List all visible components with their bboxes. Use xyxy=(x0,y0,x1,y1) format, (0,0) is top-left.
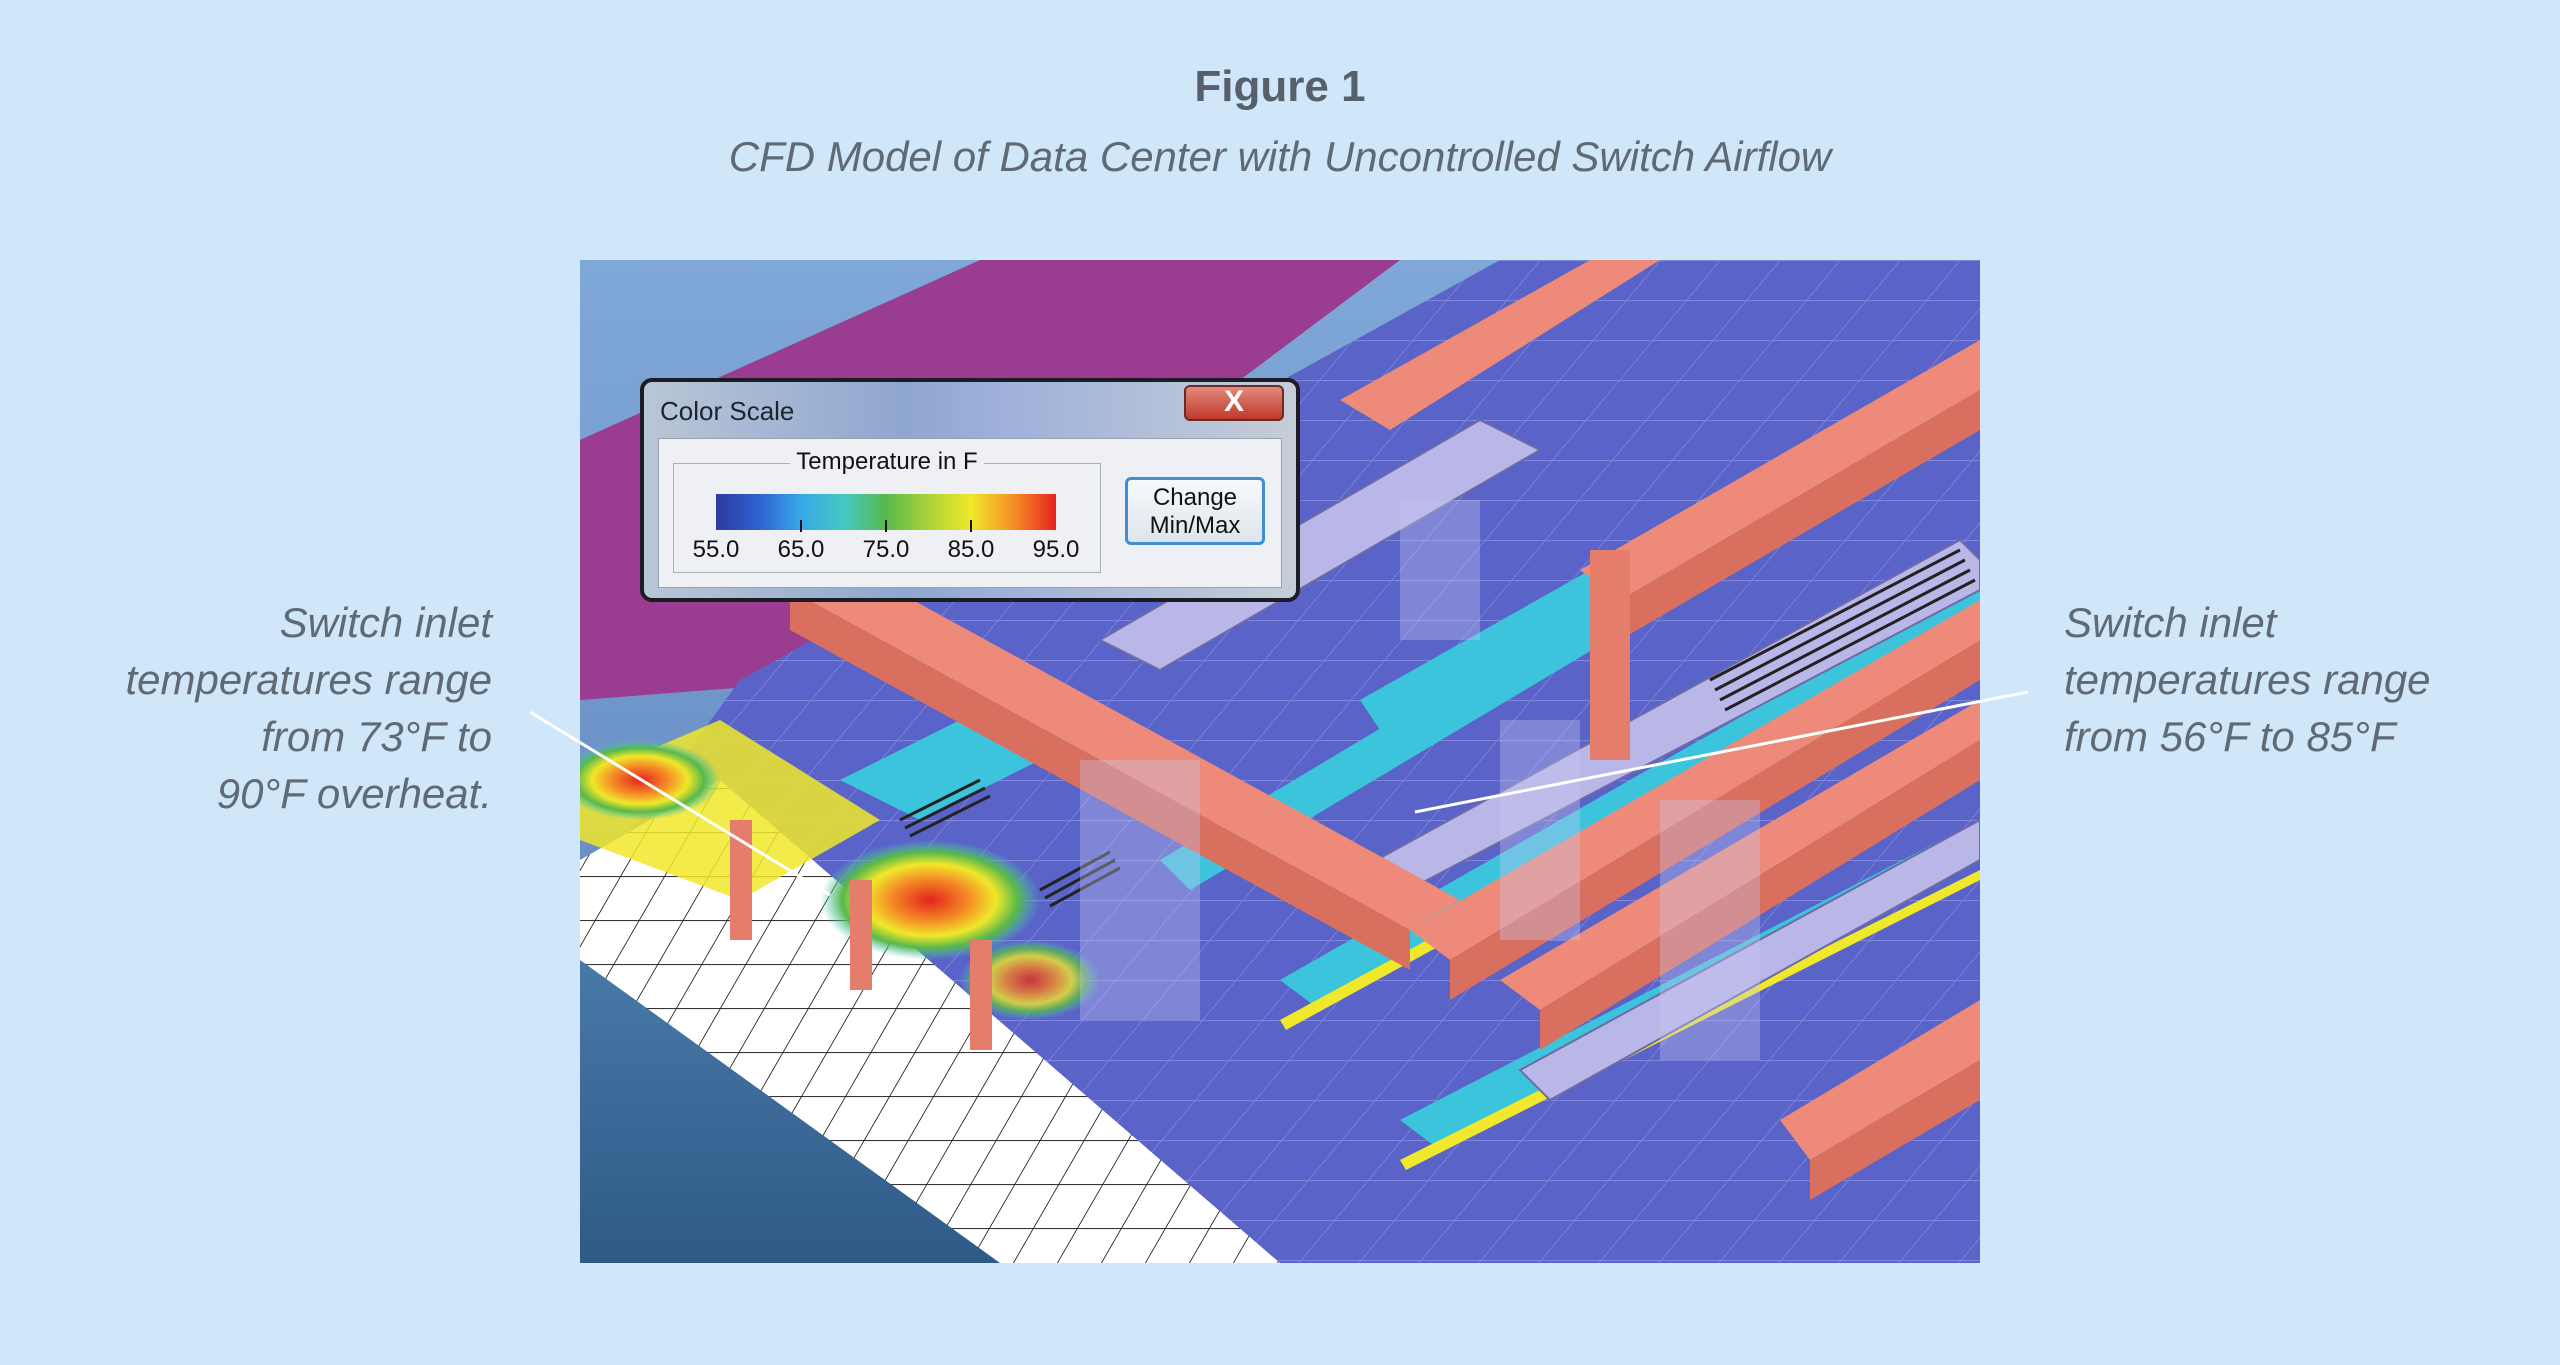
rack-row-3 xyxy=(1518,818,1980,1102)
left-annotation-line-3: from 73°F to xyxy=(261,713,492,760)
scale-tick-1 xyxy=(800,520,802,532)
scale-tick-2 xyxy=(885,520,887,532)
change-button-line-2: Min/Max xyxy=(1149,512,1241,539)
containment-panel-2 xyxy=(1500,720,1580,940)
beam-6-side xyxy=(1810,1060,1980,1200)
scale-label-95: 95.0 xyxy=(1032,536,1080,563)
vent-grille-3 xyxy=(1039,850,1121,908)
temperature-scale-group: Temperature in F 55.0 65.0 75.0 85.0 95.… xyxy=(673,448,1101,573)
scale-label-85: 85.0 xyxy=(947,536,995,563)
scale-label-55: 55.0 xyxy=(692,536,740,563)
containment-panel-1 xyxy=(1080,760,1200,1020)
close-icon: X xyxy=(1223,385,1244,418)
column-4 xyxy=(970,940,992,1050)
rack-row-1 xyxy=(1097,418,1543,672)
column-2 xyxy=(730,820,752,940)
color-scale-dialog[interactable]: Color Scale X Temperature in F 55.0 65.0… xyxy=(640,378,1300,602)
beam-1-side xyxy=(790,590,1410,970)
close-button[interactable]: X xyxy=(1184,385,1284,421)
hotspot-2 xyxy=(820,840,1040,960)
right-annotation: Switch inlet temperatures range from 56°… xyxy=(2064,594,2431,765)
left-annotation-line-4: 90°F overheat. xyxy=(216,770,492,817)
white-grid-floor xyxy=(580,780,1280,1263)
beam-3 xyxy=(1340,260,1660,430)
figure-subtitle: CFD Model of Data Center with Uncontroll… xyxy=(728,133,1832,180)
change-min-max-button[interactable]: Change Min/Max xyxy=(1125,477,1265,545)
left-annotation-line-2: temperatures range xyxy=(125,656,492,703)
beam-1 xyxy=(790,560,1460,930)
temperature-legend: Temperature in F xyxy=(790,448,984,475)
containment-panel-4 xyxy=(1400,500,1480,640)
beam-4 xyxy=(1580,340,1980,600)
containment-panel-3 xyxy=(1660,800,1760,1060)
hotspot-3 xyxy=(960,940,1100,1020)
column-1 xyxy=(1590,550,1630,760)
right-annotation-line-3: from 56°F to 85°F xyxy=(2064,713,2396,760)
scale-label-65: 65.0 xyxy=(777,536,825,563)
dialog-title: Color Scale xyxy=(660,396,795,426)
scale-label-75: 75.0 xyxy=(862,536,910,563)
scale-tick-3 xyxy=(970,520,972,532)
vent-grille-1 xyxy=(1709,548,1976,712)
right-annotation-line-2: temperatures range xyxy=(2064,656,2431,703)
left-annotation: Switch inlet temperatures range from 73°… xyxy=(125,594,492,822)
left-annotation-line-1: Switch inlet xyxy=(279,599,492,646)
beam-4-side xyxy=(1620,390,1980,640)
beam-5-side xyxy=(1540,740,1980,1050)
change-button-line-1: Change xyxy=(1152,484,1238,511)
dialog-body: Temperature in F 55.0 65.0 75.0 85.0 95.… xyxy=(658,438,1282,588)
column-3 xyxy=(850,880,872,990)
vent-grille-2 xyxy=(899,778,991,838)
beam-6 xyxy=(1780,1000,1980,1160)
figure-title: Figure 1 xyxy=(1194,62,1366,111)
right-annotation-line-1: Switch inlet xyxy=(2064,599,2277,646)
